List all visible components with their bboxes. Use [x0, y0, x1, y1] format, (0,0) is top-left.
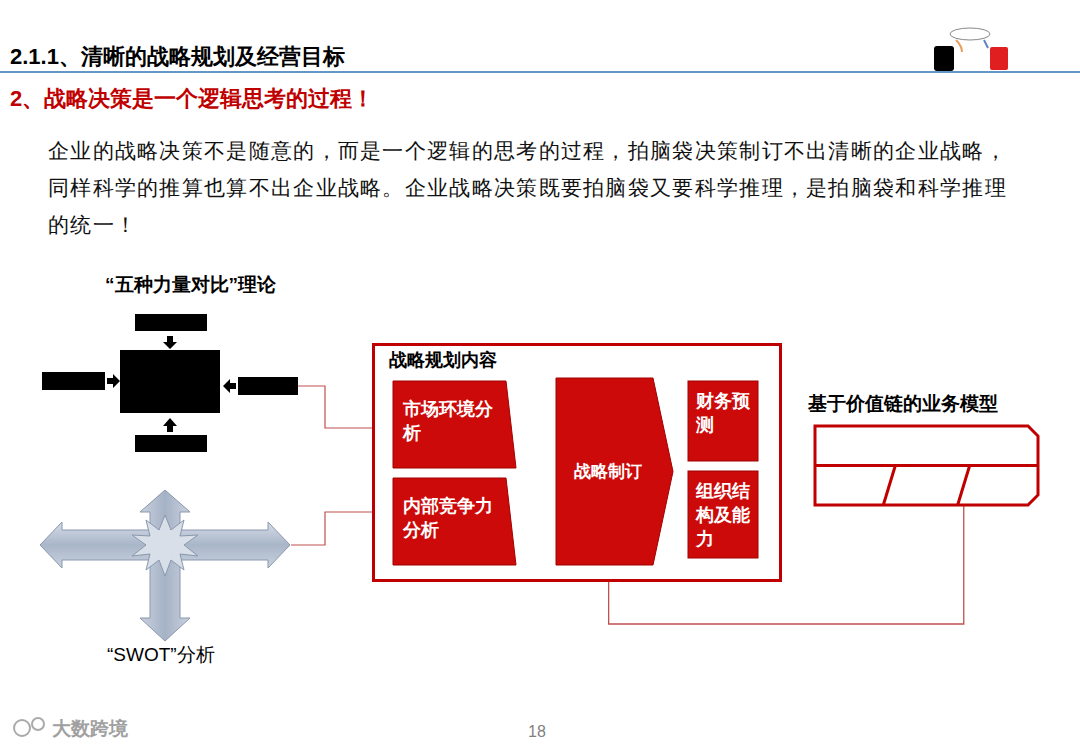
node-text: 市场环境分析 — [393, 381, 516, 445]
analysis-box: 内部竞争力分析 — [393, 478, 516, 565]
figure-caption: “五种力量对比”理论 — [105, 272, 276, 298]
section-heading: 2、战略决策是一个逻辑思考的过程！ — [10, 84, 374, 114]
value-chain-outline — [815, 426, 1038, 505]
output-box: 组织结构及能力 — [688, 471, 758, 558]
box-fill — [556, 378, 673, 565]
node-text: 战略制订 — [574, 460, 656, 484]
box-fill — [393, 381, 516, 468]
leader-line — [291, 512, 385, 545]
header-rule — [0, 71, 1080, 73]
box-fill — [393, 478, 516, 565]
watermark: 大数跨境 — [52, 716, 128, 742]
plan-container: 战略规划内容市场环境分析内部竞争力分析 战略制订 财务预测组织结构及能力 — [372, 343, 782, 582]
box-fill — [688, 471, 758, 558]
body-paragraph: 企业的战略决策不是随意的，而是一个逻辑的思考的过程，拍脑袋决策制订不出清晰的企业… — [48, 132, 1008, 243]
figure-caption: “SWOT”分析 — [107, 642, 215, 668]
node-text: 财务预测 — [688, 381, 758, 437]
header-icon — [934, 28, 1008, 71]
page-number: 18 — [528, 723, 546, 741]
page-title: 2.1.1、清晰的战略规划及经营目标 — [10, 42, 1080, 72]
output-box: 财务预测 — [688, 381, 758, 461]
node-text: 战略规划内容 — [375, 346, 779, 372]
node-text: 组织结构及能力 — [688, 471, 758, 551]
box-fill — [688, 381, 758, 461]
value-chain-model: 基于价值链的业务模型 — [808, 392, 1044, 510]
strategy-arrow: 战略制订 — [556, 378, 673, 565]
analysis-box: 市场环境分析 — [393, 381, 516, 468]
node-text: 内部竞争力分析 — [393, 478, 516, 542]
five-forces-figure — [42, 314, 298, 452]
node-text: 基于价值链的业务模型 — [808, 392, 1044, 416]
watermark-logo — [14, 718, 44, 736]
swot-figure — [40, 490, 290, 641]
